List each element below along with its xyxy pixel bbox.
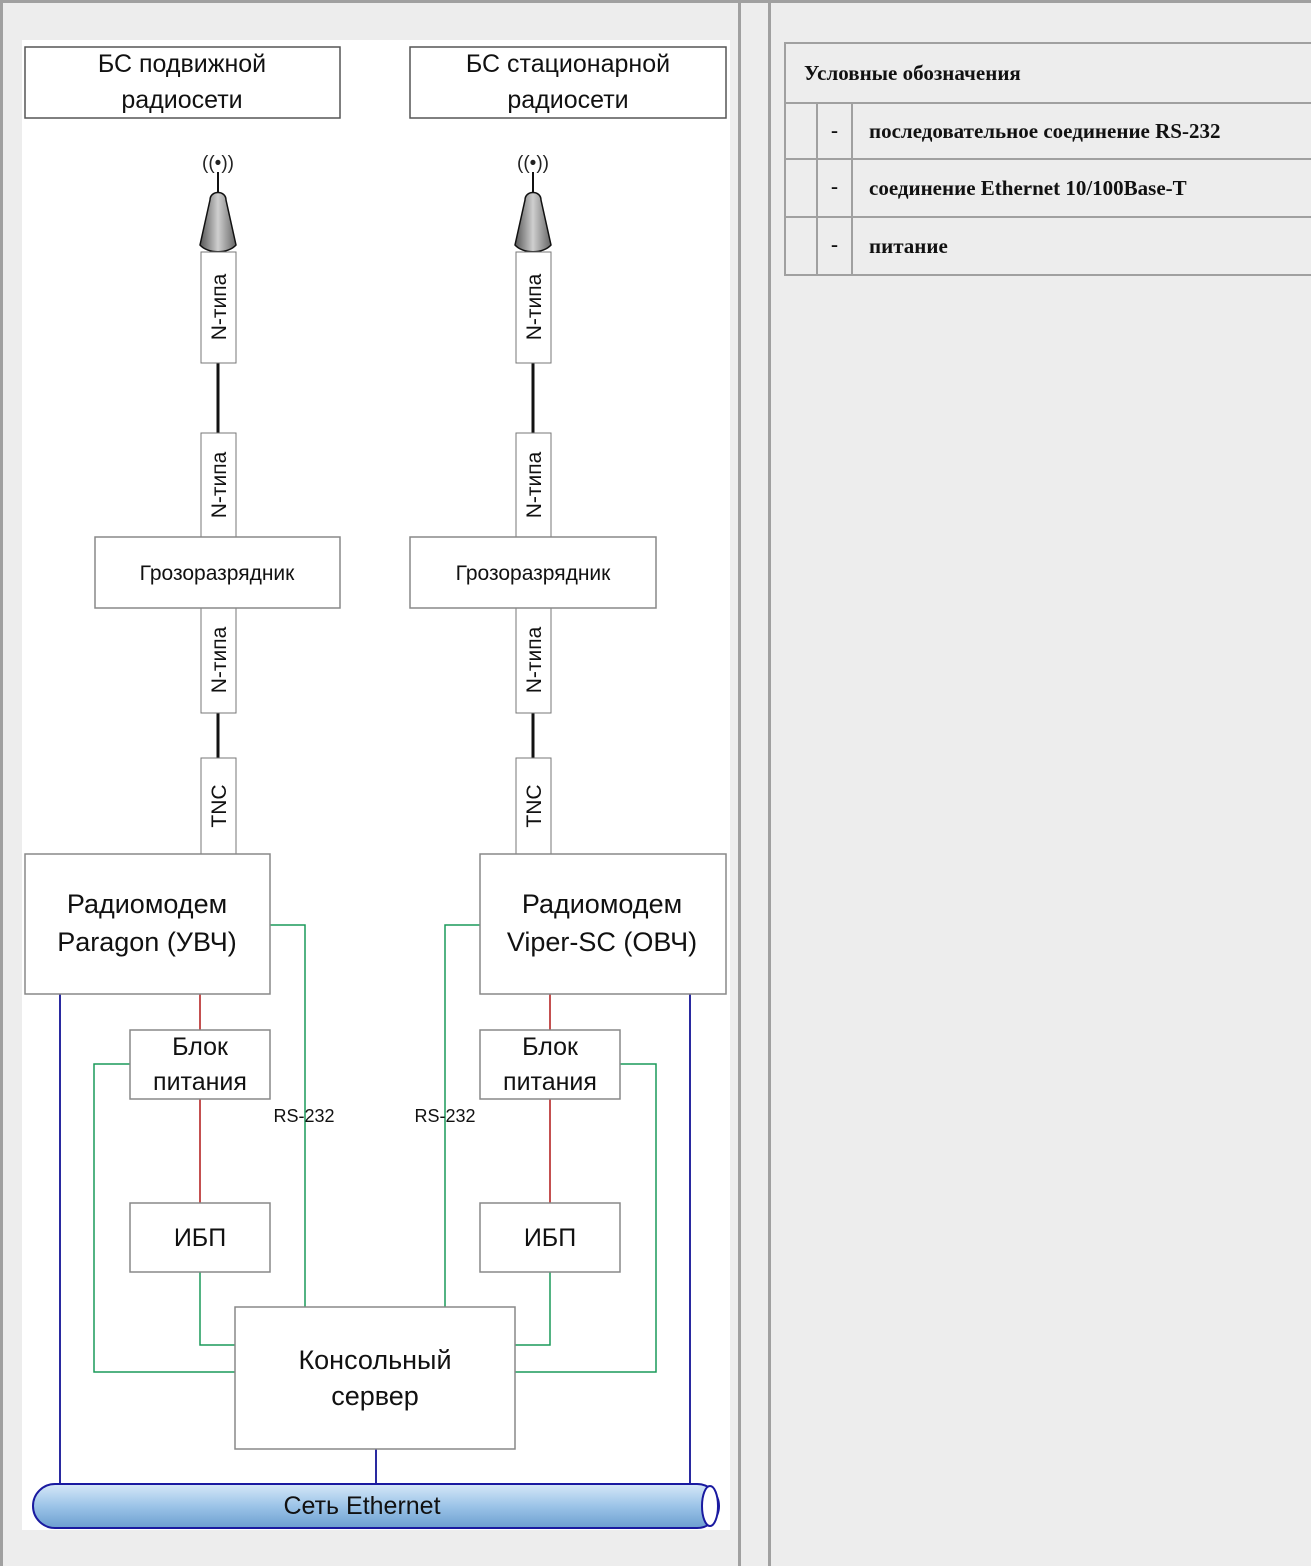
svg-text:сервер: сервер — [331, 1381, 419, 1411]
column-divider-right — [768, 0, 771, 1566]
bs-mobile-box: БС подвижной радиосети — [24, 46, 341, 119]
connector-n-left-2: N-типа — [200, 432, 237, 538]
bs-fixed-line1: БС стационарной — [466, 50, 670, 78]
bs-fixed-line2: радиосети — [507, 86, 628, 114]
legend-row-power: - питание — [786, 218, 1311, 274]
svg-text:((•)): ((•)) — [202, 153, 234, 174]
ethernet-wires — [59, 994, 691, 1484]
svg-text:((•)): ((•)) — [517, 153, 549, 174]
legend-swatch-ethernet — [786, 160, 818, 216]
svg-text:TNC: TNC — [208, 784, 231, 827]
connector-n-left-1: N-типа — [200, 251, 237, 364]
svg-text:Блок: Блок — [522, 1033, 579, 1061]
svg-text:Viper-SC (ОВЧ): Viper-SC (ОВЧ) — [507, 927, 697, 957]
bs-mobile-line2: радиосети — [121, 86, 242, 114]
svg-text:Консольный: Консольный — [298, 1345, 451, 1375]
arrester-left: Грозоразрядник — [94, 536, 341, 609]
rs232-label-right: RS-232 — [414, 1106, 475, 1126]
legend-text-power: питание — [869, 234, 948, 258]
power-wires — [199, 994, 551, 1203]
column-divider-left — [738, 0, 741, 1566]
rf-cables — [216, 363, 535, 758]
legend-swatch-power — [786, 218, 818, 274]
modem-viper: Радиомодем Viper-SC (ОВЧ) — [479, 853, 727, 995]
antenna-icon-right: ((•)) — [514, 153, 552, 253]
modem-paragon: Радиомодем Paragon (УВЧ) — [24, 853, 271, 995]
connector-tnc-left: TNC — [200, 757, 237, 855]
svg-text:N-типа: N-типа — [208, 273, 231, 340]
connector-n-right-3: N-типа — [515, 607, 552, 714]
legend-row-ethernet: - соединение Ethernet 10/100Base-T — [786, 160, 1311, 218]
legend-swatch-serial — [786, 104, 818, 158]
bs-fixed-box: БС стационарной радиосети — [409, 46, 727, 119]
connector-n-right-2: N-типа — [515, 432, 552, 538]
legend-text-serial: последовательное соединение RS-232 — [869, 119, 1221, 143]
svg-text:Paragon (УВЧ): Paragon (УВЧ) — [57, 927, 237, 957]
svg-text:питания: питания — [153, 1068, 247, 1096]
connector-n-left-3: N-типа — [200, 607, 237, 714]
svg-text:N-типа: N-типа — [523, 626, 546, 693]
svg-text:TNC: TNC — [523, 784, 546, 827]
legend-dash: - — [818, 218, 853, 274]
svg-text:ИБП: ИБП — [174, 1224, 226, 1252]
serial-wires — [93, 924, 657, 1373]
antenna-icon-left: ((•)) — [199, 153, 237, 253]
connector-tnc-right: TNC — [515, 757, 552, 855]
legend-row-serial: - последовательное соединение RS-232 — [786, 104, 1311, 160]
svg-text:питания: питания — [503, 1068, 597, 1096]
legend-title: Условные обозначения — [786, 44, 1311, 104]
ethernet-bus: Сеть Ethernet — [32, 1483, 720, 1529]
legend-dash: - — [818, 160, 853, 216]
svg-text:N-типа: N-типа — [523, 451, 546, 518]
svg-text:Блок: Блок — [172, 1033, 229, 1061]
svg-text:Радиомодем: Радиомодем — [67, 889, 227, 919]
console-server: Консольный сервер — [234, 1306, 516, 1450]
svg-text:Грозоразрядник: Грозоразрядник — [456, 562, 612, 585]
svg-text:Радиомодем: Радиомодем — [522, 889, 682, 919]
legend-table: Условные обозначения - последовательное … — [784, 42, 1311, 276]
ups-left: ИБП — [129, 1202, 271, 1273]
bs-mobile-line1: БС подвижной — [98, 50, 266, 78]
svg-text:ИБП: ИБП — [524, 1224, 576, 1252]
network-diagram: БС подвижной радиосети БС стационарной р… — [22, 40, 730, 1530]
ethernet-label: Сеть Ethernet — [283, 1492, 440, 1520]
svg-text:N-типа: N-типа — [208, 451, 231, 518]
legend-text-ethernet: соединение Ethernet 10/100Base-T — [869, 176, 1187, 200]
psu-left: Блок питания — [129, 1029, 271, 1100]
svg-text:N-типа: N-типа — [523, 273, 546, 340]
legend-dash: - — [818, 104, 853, 158]
arrester-right: Грозоразрядник — [409, 536, 657, 609]
svg-text:Грозоразрядник: Грозоразрядник — [140, 562, 296, 585]
psu-right: Блок питания — [479, 1029, 621, 1100]
rs232-label-left: RS-232 — [273, 1106, 334, 1126]
ups-right: ИБП — [479, 1202, 621, 1273]
svg-text:N-типа: N-типа — [208, 626, 231, 693]
connector-n-right-1: N-типа — [515, 251, 552, 364]
